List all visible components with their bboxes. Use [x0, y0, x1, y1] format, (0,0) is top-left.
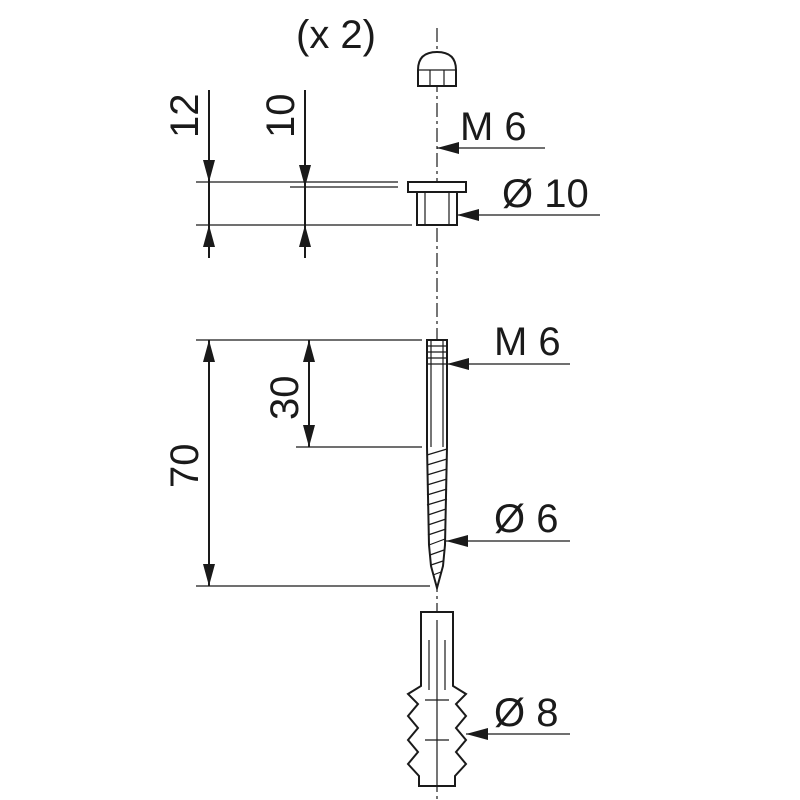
dimension-cap-thread: M 6	[460, 105, 527, 149]
dimension-height-total: 12	[163, 94, 207, 139]
dimension-screw-thread: M 6	[494, 320, 561, 364]
bolt-dimension-lines	[196, 339, 570, 587]
dimension-screw-diameter: Ø 6	[494, 497, 558, 541]
dimension-thread-length: 30	[263, 376, 307, 421]
cap-nut	[417, 50, 457, 87]
sleeve-dimension-lines	[196, 90, 600, 258]
dimension-plug-diameter: Ø 8	[494, 691, 558, 735]
dimension-screw-length: 70	[163, 444, 207, 489]
hanger-bolt	[426, 339, 448, 592]
quantity-label: (x 2)	[296, 13, 376, 57]
wall-plug	[406, 611, 570, 787]
flanged-sleeve	[407, 181, 467, 226]
dimension-height-body: 10	[259, 94, 303, 139]
dimension-cap-diameter: Ø 10	[502, 172, 589, 216]
